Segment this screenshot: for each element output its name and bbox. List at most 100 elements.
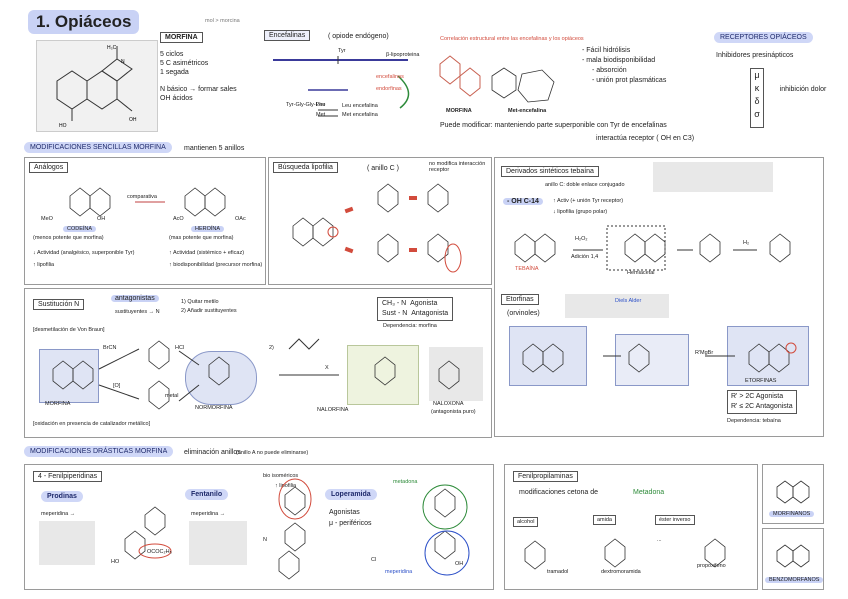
tag-amida: amida [593,515,616,525]
tag-alcohol: alcohol [513,517,539,527]
page-title: 1. Opiáceos [28,10,140,34]
svg-text:N: N [121,59,125,65]
sencillas-title: MODIFICACIONES SENCILLAS MORFINA [24,142,172,153]
morfina-label: MORFINA [160,32,203,43]
fenilpropilaminas-subtitle: modificaciones cetona de [519,489,598,496]
leu-label: Leu [316,102,326,108]
tramadol-label: tramadol [547,569,569,575]
lipofilia-subtitle: ( anillo C ) [367,165,399,172]
receptor-mu: μ [754,70,760,80]
etorfinas-mol-label: ETORFINAS [745,378,777,384]
met-encefalina-corr-label: Met-encefalina [508,108,547,114]
endorfinas-tag: endorfinas [376,86,402,92]
drasticas-title: MODIFICACIONES DRÁSTICAS MORFINA [24,446,174,457]
fenilpropilaminas-box: Fenilpropilaminas modificaciones cetona … [504,464,758,590]
fentanilo-label: Fentanilo [185,489,229,500]
analogos-structures [69,187,226,217]
h2o2-reagent: H₂O₂ [575,236,588,242]
oxid-reagent: [O] [113,383,121,389]
tyr-gly-label: Tyr-Gly-Gly-Phe [286,102,326,108]
receptor-kappa: κ [754,83,760,93]
morfina-n-box [39,349,99,403]
loperamida-note-1: Agonistas [329,509,360,516]
tebaina-note-2: ↓ lipofilia (grupo polar) [553,209,608,215]
prop-acidos: OH ácidos [160,95,193,102]
fentanilo-meperidina: meperidina → [191,511,226,517]
receptor-sigma: σ [754,109,760,119]
heroina-label: HEROÍNA [191,226,225,232]
analogos-box: Análogos comparativa MeO OH AcO OAc CODE… [24,157,266,285]
encefalinas-note: ( opiode endógeno) [328,33,389,40]
intermediate-box [615,334,689,386]
etorfinas-mol-box [727,326,809,386]
comparativa-label: comparativa [127,194,157,200]
svg-text:H₃C: H₃C [107,45,117,51]
tebaina-etorf-box [509,326,587,386]
fenilpropilaminas-dots: ... [657,537,662,543]
aco-group: AcO [173,216,184,222]
agonista-row-2: Sust - N Antagonista [382,310,449,317]
naloxona-label: NALOXONA [433,401,464,407]
drasticas-note: eliminación anillos [184,449,241,456]
prop-asimetricos: 5 C asimétricos [160,60,209,67]
prop-absorcion: - absorción [592,67,627,74]
props-right: - Fácil hidrólisis - mala biodisponibili… [582,46,666,86]
diels-alder-label: Diels Alder [615,298,642,304]
orvinoles-label: (orvinoles) [507,310,540,317]
tyr-label: Tyr [338,48,346,54]
agonista-table: CH₃ - N Agonista Sust - N Antagonista [377,297,454,321]
grignard-reagent: R'MgBr [695,350,714,356]
sencillas-note: mantienen 5 anillos [184,145,245,152]
prop-basico: N básico → formar sales [160,86,237,93]
analogos-right-note-1: ↑ Actividad (sistémico + eficaz) [169,250,245,256]
etorfinas-title: Etorfinas [501,294,539,305]
fentanilo-note-1: bio isoméricos [263,473,299,479]
met-encefalina-label: Met encefalina [342,112,378,118]
morfinanos-box: MORFINANOS [762,464,824,524]
lipofilia-note: no modifica interacción receptor [429,161,486,173]
adicion-reagent: Adición 1,4 [571,254,599,260]
normorfina-box [185,351,257,405]
receptores-sub: Inhibidores presinápticos [716,52,794,59]
morfina-structure: H₃C N HO OH [56,45,137,129]
encefalina-diagram: Tyr encefalinas endorfinas Tyr-Gly-Gly-P… [268,46,420,126]
analogos-title: Análogos [29,162,69,173]
fenilpiperidinas-structures [124,478,470,580]
fenilpiperidinas-box: 4 - Fenilpiperidinas Prodinas Fentanilo … [24,464,494,590]
receptores-title: RECEPTORES OPIÁCEOS [714,32,813,43]
prodinas-inset [39,521,95,565]
etorfinas-structures [522,342,797,373]
metal-reagent: metal [165,393,179,399]
receptor-delta: δ [754,96,760,106]
codeina-note: (menos potente que morfina) [33,235,104,241]
correlacion-title: Correlación estructural entre las encefa… [440,36,584,42]
r-note-antagonista: R' ≤ 2C Antagonista [731,403,793,410]
prop-ciclos: 5 ciclos [160,51,184,58]
lipofilia-structures [292,183,462,273]
prodinas-label: Prodinas [41,491,83,502]
step-1: 1) Quitar metilo [181,299,219,305]
codeina-label: CODEÍNA [63,226,97,232]
r-note-agonista: R' > 2C Agonista [731,393,784,400]
fentanilo-inset [189,521,247,565]
diels-alder-inset [565,294,669,318]
metadona-link: Metadona [633,489,665,496]
tebaina-subtitle: anillo C: doble enlace conjugado [545,182,625,188]
oh-group: OH [97,216,106,222]
brcn-reagent: BrCN [103,345,117,351]
sustitucion-dependencia: Dependencia: morfina [383,323,437,329]
naloxona-box [429,347,483,401]
naloxona-note: (antagonista puro) [431,409,476,415]
dextromoramida-label: dextromoramida [601,569,641,575]
h2-reagent: H₂ [743,240,750,246]
ococ2h5-group: OCOC₂H₅ [147,549,172,555]
tebaina-dependencia: Dependencia: tebaína [727,418,781,424]
prop-hidrolisis: - Fácil hidrólisis [582,47,631,54]
modify-note: Puede modificar: manteniendo parte super… [440,122,667,129]
oxidacion-note: [oxidación en presencia de catalizador m… [33,421,151,427]
morfina-props: 5 ciclos 5 C asimétricos 1 segada N bási… [160,50,237,103]
svg-text:HO: HO [59,123,67,129]
sustitucion-subtitle: sustituyentes → N [115,309,160,315]
step2-label: 2) [269,345,274,351]
meperidina-label: meperidina [385,569,413,575]
